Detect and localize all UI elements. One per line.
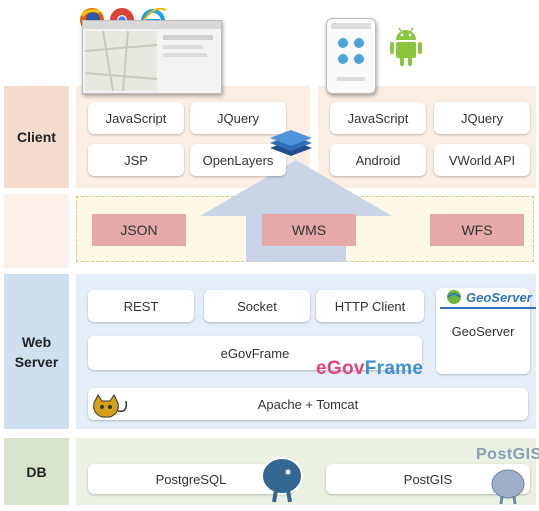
mobile-app-screenshot bbox=[326, 18, 376, 94]
egovframe-logo: eGovFrame bbox=[316, 358, 424, 379]
http-client-box: HTTP Client bbox=[316, 290, 424, 322]
geoserver-logo-underline bbox=[440, 307, 536, 309]
upward-arrow-head bbox=[200, 160, 392, 216]
format-row-label-band bbox=[4, 194, 69, 268]
server-label: Server bbox=[14, 353, 59, 370]
client-web-jquery-box: JQuery bbox=[190, 102, 286, 134]
db-row-label: DB bbox=[4, 438, 69, 505]
egovframe-box: eGovFrame bbox=[88, 336, 422, 370]
client-web-jsp-box: JSP bbox=[88, 144, 184, 176]
wfs-format-box: WFS bbox=[430, 214, 524, 246]
web-server-row-label: Web Server bbox=[4, 274, 69, 429]
geoserver-logo-text: GeoServer bbox=[466, 290, 532, 305]
map-preview-graphic bbox=[83, 21, 221, 92]
postgresql-box: PostgreSQL bbox=[88, 464, 294, 494]
client-mobile-javascript-box: JavaScript bbox=[330, 102, 426, 134]
client-mobile-android-box: Android bbox=[330, 144, 426, 176]
client-web-openlayers-box: OpenLayers bbox=[190, 144, 286, 176]
json-format-box: JSON bbox=[92, 214, 186, 246]
mobile-preview-graphic bbox=[331, 23, 371, 81]
client-mobile-jquery-box: JQuery bbox=[434, 102, 530, 134]
postgresql-elephant-icon bbox=[261, 457, 303, 503]
layers-icon bbox=[270, 130, 312, 156]
web-label: Web bbox=[21, 333, 52, 350]
client-row-label: Client bbox=[4, 86, 69, 188]
apache-tomcat-box: Apache + Tomcat bbox=[88, 388, 528, 420]
android-icon bbox=[390, 27, 422, 66]
client-web-javascript-box: JavaScript bbox=[88, 102, 184, 134]
db-label: DB bbox=[26, 463, 47, 480]
web-app-screenshot bbox=[82, 20, 222, 94]
postgis-logo-text: PostGIS bbox=[476, 446, 539, 463]
geoserver-globe-icon bbox=[447, 290, 461, 304]
socket-box: Socket bbox=[204, 290, 310, 322]
postgis-elephant-icon bbox=[491, 469, 525, 505]
client-label: Client bbox=[17, 129, 56, 145]
wms-format-box: WMS bbox=[262, 214, 356, 246]
rest-box: REST bbox=[88, 290, 194, 322]
tomcat-icon bbox=[93, 394, 128, 418]
client-mobile-vworld-box: VWorld API bbox=[434, 144, 530, 176]
